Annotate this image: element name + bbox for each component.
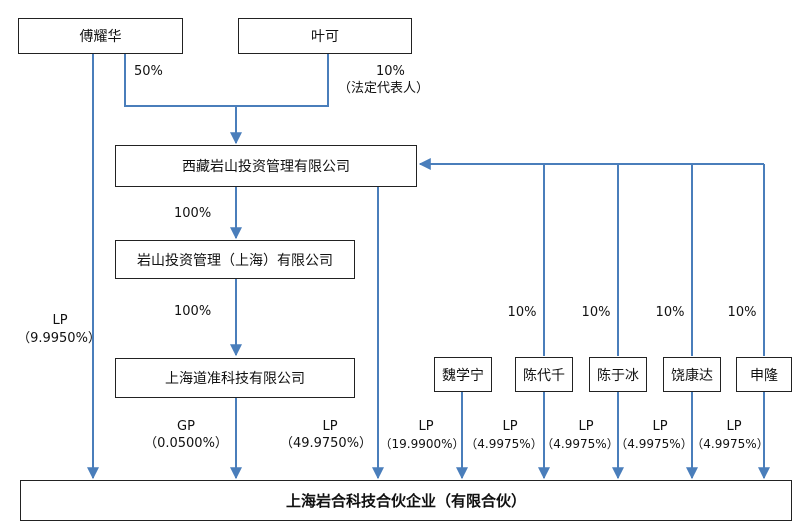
- label-fu-share: 50%: [134, 64, 163, 79]
- entity-target-partnership: 上海岩合科技合伙企业（有限合伙）: [20, 480, 792, 521]
- label-chen-daiqian-share: 10%: [507, 305, 537, 320]
- label-fu-lp-pct: （9.9950%）: [17, 331, 101, 346]
- label-fu-lp-type: LP: [52, 313, 68, 328]
- connector-fu-share: [124, 53, 236, 107]
- entity-chen-yubing: 陈于冰: [589, 357, 647, 392]
- label-xizang-lp-type: LP: [322, 419, 338, 434]
- connector-ye-share: [236, 53, 329, 107]
- label-yanshan-daozhun-share: 100%: [174, 304, 212, 319]
- label-xizang-lp-pct: （49.9750%）: [279, 436, 373, 451]
- entity-yanshan-shanghai: 岩山投资管理（上海）有限公司: [115, 240, 355, 279]
- entity-shen-long: 申隆: [736, 357, 792, 392]
- label-xizang-yanshan-share: 100%: [174, 206, 212, 221]
- entity-rao-kangda: 饶康达: [663, 357, 721, 392]
- entity-wei-xuening: 魏学宁: [434, 357, 492, 392]
- label-shen-lp-pct: （4.9975%）: [691, 437, 769, 451]
- entity-shanghai-daozhun: 上海道准科技有限公司: [115, 358, 355, 398]
- label-chen-yubing-share: 10%: [581, 305, 611, 320]
- label-wei-lp-pct: （19.9900%）: [379, 437, 465, 451]
- label-wei-lp-type: LP: [418, 419, 434, 434]
- entity-chen-daiqian: 陈代千: [515, 357, 573, 392]
- label-daozhun-gp-pct: （0.0500%）: [144, 436, 228, 451]
- label-rao-lp-type: LP: [652, 419, 668, 434]
- label-chen-yubing-lp-type: LP: [578, 419, 594, 434]
- label-ye-share: 10%: [376, 64, 405, 79]
- label-rao-lp-pct: （4.9975%）: [615, 437, 693, 451]
- entity-ye-ke: 叶可: [238, 18, 412, 54]
- label-chen-yubing-lp-pct: （4.9975%）: [541, 437, 619, 451]
- label-chen-daiqian-lp-pct: （4.9975%）: [465, 437, 543, 451]
- label-ye-role: （法定代表人）: [338, 81, 430, 96]
- label-daozhun-gp-type: GP: [177, 419, 195, 434]
- label-rao-share: 10%: [655, 305, 685, 320]
- label-shen-share: 10%: [727, 305, 757, 320]
- entity-fu-yaohua: 傅耀华: [18, 18, 183, 54]
- entity-xizang-yanshan: 西藏岩山投资管理有限公司: [115, 145, 417, 187]
- label-shen-lp-type: LP: [726, 419, 742, 434]
- label-chen-daiqian-lp-type: LP: [502, 419, 518, 434]
